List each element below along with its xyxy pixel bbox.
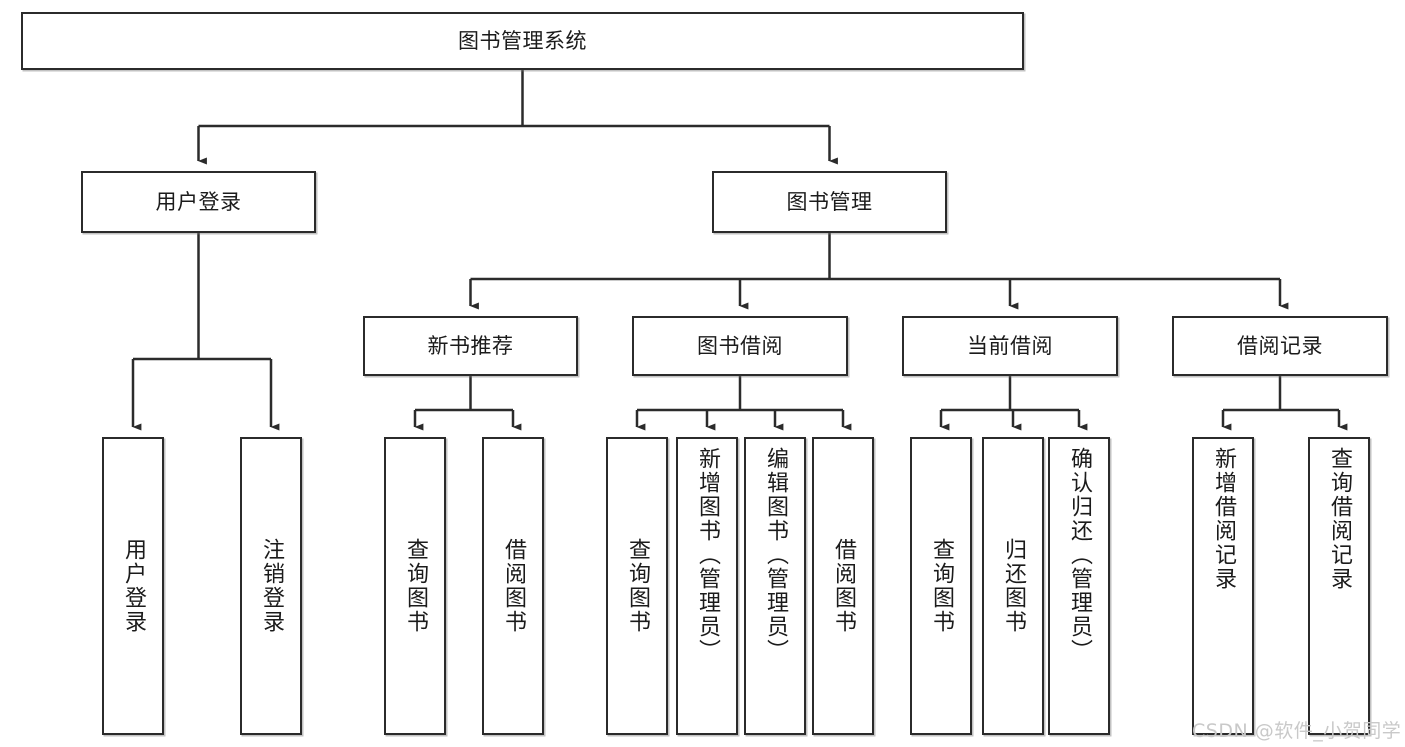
node-book-management[interactable]: 图书管理 [712, 171, 947, 233]
node-label: 确认归还（管理员） [1067, 447, 1092, 663]
leaf-borrow-book[interactable]: 借阅图书 [812, 437, 874, 735]
node-label: 用户登录 [121, 538, 146, 634]
watermark: CSDN @软件_小贺同学 [1192, 720, 1402, 742]
leaf-add-book-admin[interactable]: 新增图书（管理员） [676, 437, 738, 735]
node-label: 查询图书 [403, 538, 428, 634]
leaf-query-book-recommend[interactable]: 查询图书 [384, 437, 446, 735]
leaf-query-book-borrow[interactable]: 查询图书 [606, 437, 668, 735]
node-label: 编辑图书（管理员） [763, 447, 788, 663]
node-label: 图书管理 [786, 189, 873, 214]
node-label: 用户登录 [155, 189, 242, 214]
leaf-return-book[interactable]: 归还图书 [982, 437, 1044, 735]
leaf-query-book-current[interactable]: 查询图书 [910, 437, 972, 735]
node-label: 当前借阅 [967, 333, 1053, 358]
node-root[interactable]: 图书管理系统 [21, 12, 1024, 70]
leaf-confirm-return-admin[interactable]: 确认归还（管理员） [1048, 437, 1110, 735]
node-user-login[interactable]: 用户登录 [81, 171, 316, 233]
leaf-user-login[interactable]: 用户登录 [102, 437, 164, 735]
node-label: 图书管理系统 [458, 28, 587, 53]
node-label: 查询借阅记录 [1327, 447, 1352, 591]
node-label: 借阅图书 [831, 538, 856, 634]
node-label: 新增图书（管理员） [695, 447, 720, 663]
node-label: 新增借阅记录 [1211, 447, 1236, 591]
node-label: 查询图书 [625, 538, 650, 634]
leaf-add-borrow-record[interactable]: 新增借阅记录 [1192, 437, 1254, 735]
node-label: 图书借阅 [697, 333, 783, 358]
node-label: 查询图书 [929, 538, 954, 634]
node-label: 注销登录 [259, 538, 284, 634]
node-label: 新书推荐 [427, 333, 514, 358]
node-borrow-record[interactable]: 借阅记录 [1172, 316, 1388, 376]
leaf-borrow-book-recommend[interactable]: 借阅图书 [482, 437, 544, 735]
leaf-query-borrow-record[interactable]: 查询借阅记录 [1308, 437, 1370, 735]
leaf-logout[interactable]: 注销登录 [240, 437, 302, 735]
leaf-edit-book-admin[interactable]: 编辑图书（管理员） [744, 437, 806, 735]
node-label: 归还图书 [1001, 538, 1026, 634]
node-book-borrow[interactable]: 图书借阅 [632, 316, 848, 376]
node-label: 借阅记录 [1237, 333, 1323, 358]
node-label: 借阅图书 [501, 538, 526, 634]
node-new-book-recommend[interactable]: 新书推荐 [363, 316, 578, 376]
node-current-borrow[interactable]: 当前借阅 [902, 316, 1118, 376]
